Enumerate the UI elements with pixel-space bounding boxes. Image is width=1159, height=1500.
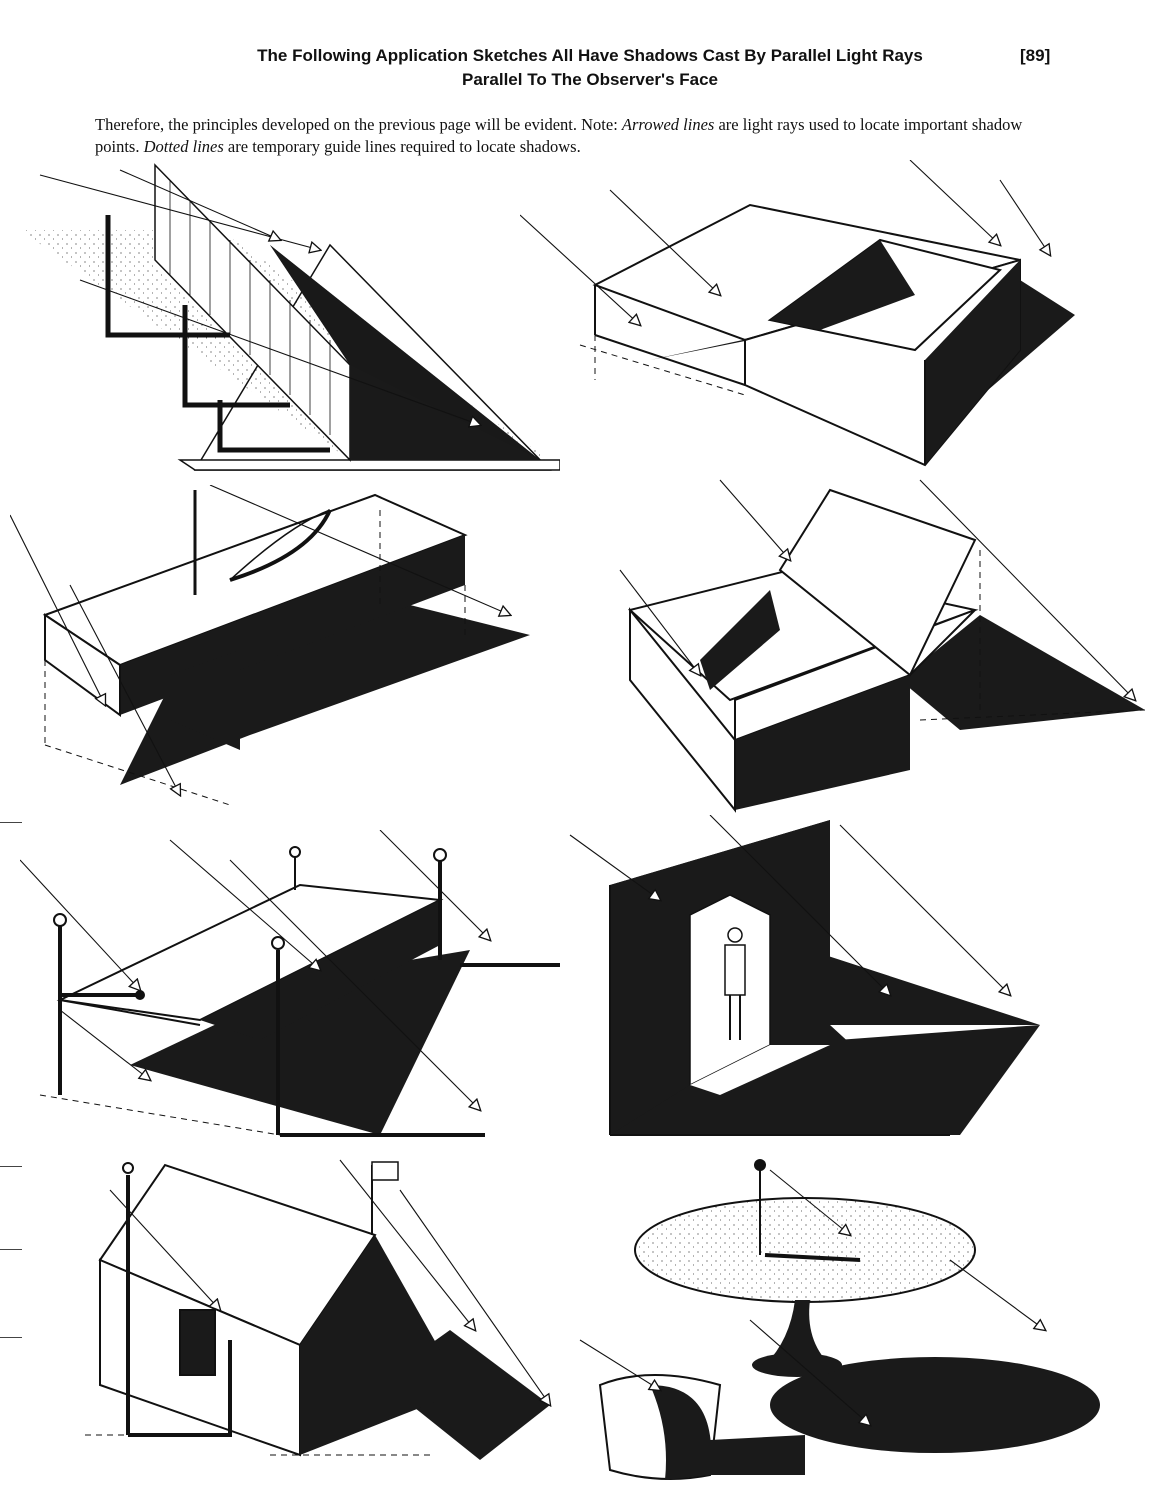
- table-vase-sketch: [570, 1150, 1110, 1480]
- intro-paragraph: Therefore, the principles developed on t…: [95, 114, 1065, 158]
- page-header: The Following Application Sketches All H…: [200, 44, 980, 92]
- table-vase-sketch-icon: [579, 1159, 1100, 1480]
- doorway-figure-sketch-icon: [569, 815, 1040, 1136]
- margin-tick: [0, 1249, 22, 1250]
- hinged-box-sketch: [590, 470, 1150, 820]
- header-title-line1: The Following Application Sketches All H…: [257, 46, 923, 65]
- bench-bow-arrow-sketch-icon: [10, 485, 530, 806]
- intro-text-2: are light rays used to locate important …: [95, 115, 1023, 156]
- open-box-sketch: [520, 160, 1080, 470]
- wall-posts-sketch: [20, 160, 560, 480]
- header-title-line2: Parallel To The Observer's Face: [461, 70, 718, 89]
- intro-emphasis-dotted-lines: Dotted lines: [143, 137, 224, 156]
- doorway-figure-sketch: [560, 815, 1070, 1140]
- open-box-sketch-icon: [520, 160, 1075, 467]
- intro-text-3: are temporary guide lines required to lo…: [223, 137, 581, 156]
- house-flag-sketch-icon: [85, 1159, 570, 1460]
- house-flag-sketch: [80, 1150, 570, 1460]
- hinged-box-sketch-icon: [619, 479, 1146, 813]
- slab-poles-sketch: [20, 830, 570, 1150]
- wall-posts-sketch-icon: [20, 163, 560, 471]
- slab-poles-sketch-icon: [20, 830, 560, 1137]
- margin-tick: [0, 1337, 22, 1338]
- intro-text-1: Therefore, the principles developed on t…: [95, 115, 622, 134]
- margin-tick: [0, 822, 22, 823]
- margin-tick: [0, 1166, 22, 1167]
- bench-bow-arrow-sketch: [10, 485, 550, 815]
- intro-emphasis-arrowed-lines: Arrowed lines: [621, 115, 715, 134]
- page-number: [89]: [1020, 46, 1051, 65]
